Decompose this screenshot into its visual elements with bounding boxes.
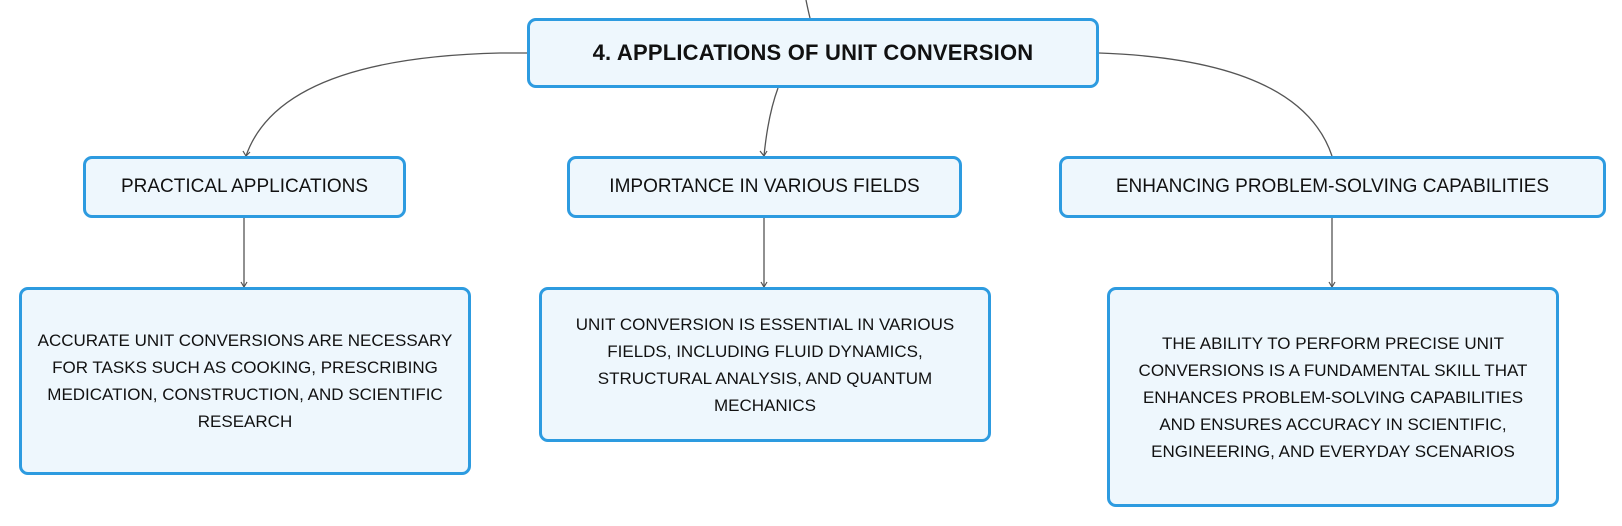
branch-node-label: ENHANCING PROBLEM-SOLVING CAPABILITIES: [1115, 176, 1550, 197]
connector-root-to-enhancing: [1098, 52, 1333, 157]
root-node-label: 4. APPLICATIONS OF UNIT CONVERSION: [592, 40, 1034, 65]
detail-node-text: THE ABILITY TO PERFORM PRECISE UNIT CONV…: [1138, 333, 1528, 461]
branch-node-practical-applications[interactable]: PRACTICAL APPLICATIONS: [83, 156, 406, 218]
connector-root-to-importance: [763, 87, 779, 157]
detail-node-text: UNIT CONVERSION IS ESSENTIAL IN VARIOUS …: [575, 314, 955, 415]
detail-node-enhancing-problem-solving[interactable]: THE ABILITY TO PERFORM PRECISE UNIT CONV…: [1107, 287, 1559, 507]
branch-node-label: IMPORTANCE IN VARIOUS FIELDS: [609, 176, 920, 197]
detail-node-practical-applications[interactable]: ACCURATE UNIT CONVERSIONS ARE NECESSARY …: [19, 287, 471, 475]
branch-node-importance-in-various-fields[interactable]: IMPORTANCE IN VARIOUS FIELDS: [567, 156, 962, 218]
branch-node-enhancing-problem-solving[interactable]: ENHANCING PROBLEM-SOLVING CAPABILITIES: [1059, 156, 1606, 218]
branch-node-label: PRACTICAL APPLICATIONS: [120, 176, 369, 197]
connector-parent-to-root: [805, 0, 811, 19]
detail-node-importance-in-various-fields[interactable]: UNIT CONVERSION IS ESSENTIAL IN VARIOUS …: [539, 287, 991, 442]
detail-node-text: ACCURATE UNIT CONVERSIONS ARE NECESSARY …: [37, 331, 453, 431]
root-node[interactable]: 4. APPLICATIONS OF UNIT CONVERSION: [527, 18, 1099, 88]
connector-root-to-practical: [245, 52, 527, 157]
